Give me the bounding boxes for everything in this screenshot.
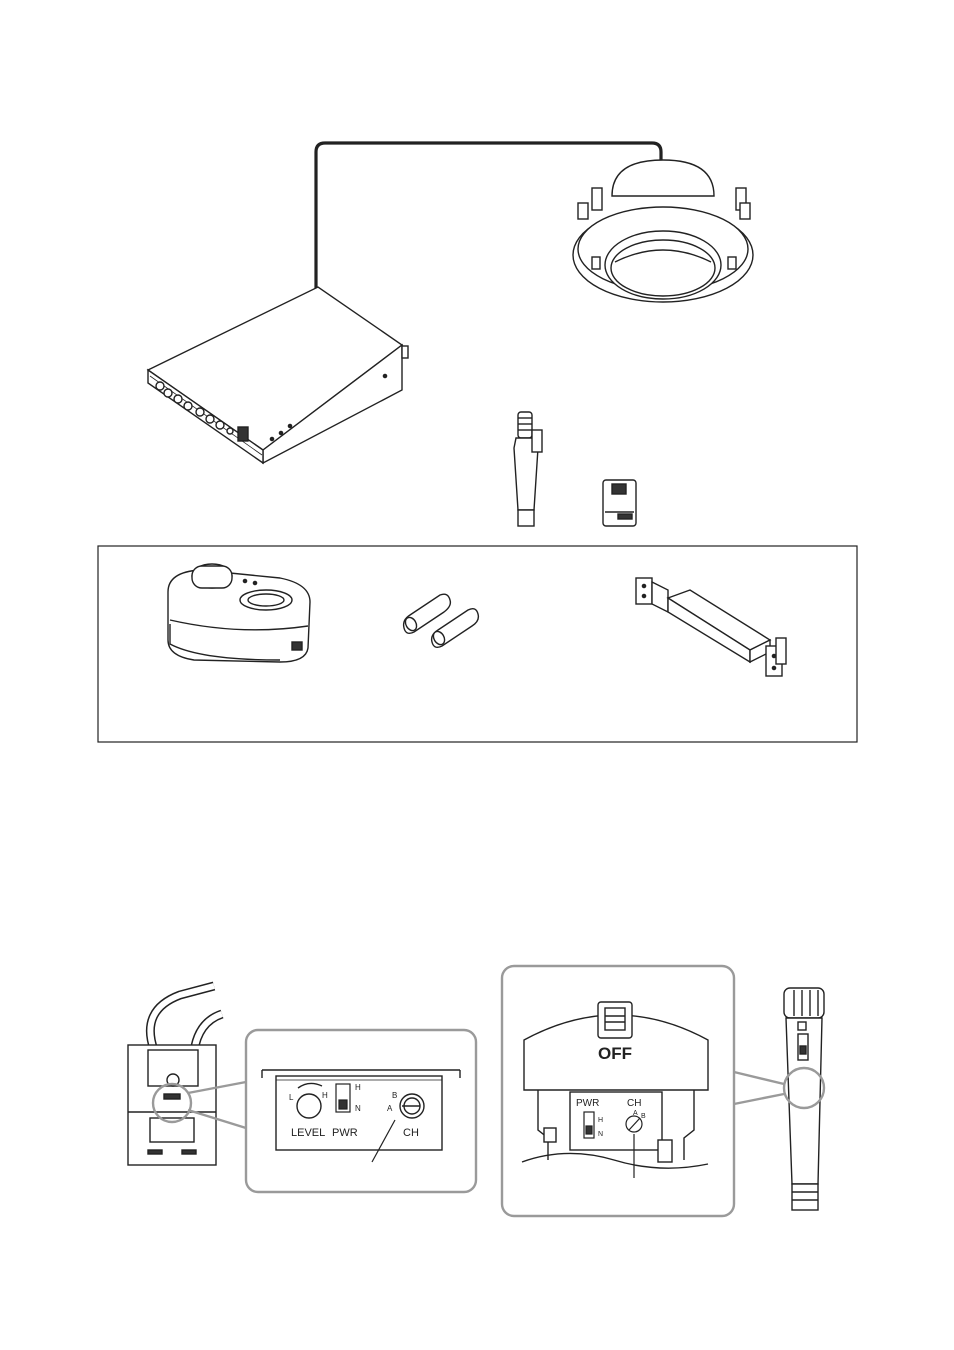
- rack-mount-brackets: [636, 578, 786, 676]
- ch-label: CH: [403, 1127, 419, 1139]
- off-label: OFF: [598, 1044, 632, 1063]
- mic-callout-leader: [734, 1072, 784, 1084]
- ch-b-label: B: [392, 1091, 397, 1100]
- pwr-normal-label: N: [355, 1104, 361, 1113]
- ch-a-label: A: [387, 1104, 393, 1113]
- mic-pwr-normal-label: N: [598, 1131, 603, 1138]
- mic-ch-b-label: B: [641, 1113, 646, 1120]
- ceiling-speaker: [573, 160, 753, 302]
- mic-pwr-switch[interactable]: [584, 1112, 594, 1138]
- level-label: LEVEL: [291, 1127, 325, 1139]
- receiver-amplifier: [148, 287, 408, 463]
- receiver-module: [128, 986, 222, 1165]
- mic-ch-rotary-switch[interactable]: [626, 1116, 642, 1132]
- pwr-high-label: H: [355, 1083, 361, 1092]
- ch-rotary-switch[interactable]: [400, 1094, 424, 1118]
- handheld-microphone: [514, 412, 542, 526]
- level-low-label: L: [289, 1093, 294, 1102]
- mic-callout-leader: [734, 1094, 784, 1104]
- pwr-label: PWR: [332, 1127, 358, 1139]
- bodypack-transmitter: [603, 480, 636, 526]
- mic-pwr-label: PWR: [576, 1098, 599, 1109]
- charger: [168, 564, 310, 662]
- batteries: [403, 594, 478, 647]
- level-high-label: H: [322, 1091, 328, 1100]
- pwr-switch[interactable]: [336, 1084, 350, 1112]
- mic-pwr-high-label: H: [598, 1117, 603, 1124]
- mic-ch-label: CH: [627, 1098, 641, 1109]
- handheld-microphone-side: [784, 988, 824, 1210]
